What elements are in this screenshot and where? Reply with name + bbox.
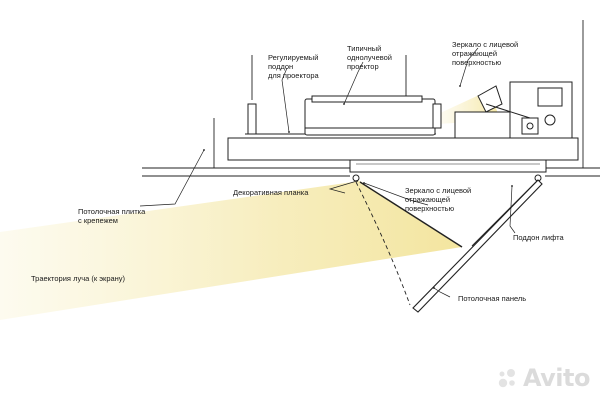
ceiling-panel: [359, 179, 543, 313]
support-rods: [213, 20, 584, 168]
label-beam-path: Траектория луча (к экрану): [31, 274, 126, 283]
label-typical-projector: Типичный однолучевой проектор: [347, 44, 392, 71]
lift-mechanism: [454, 81, 573, 139]
leader-lines: [139, 47, 516, 298]
avito-watermark: Avito: [497, 364, 591, 392]
label-mirror-top: Зеркало с лицевой отражающей поверхность…: [452, 40, 519, 67]
label-ceiling-panel: Потолочная панель: [458, 294, 527, 303]
label-ceiling-tile: Потолочная плитка с крепежем: [78, 207, 146, 225]
lift-cabinet: [227, 137, 579, 161]
label-adjustable-tray: Регулируемый поддон для проектора: [268, 53, 319, 80]
avito-watermark-text: Avito: [522, 364, 591, 392]
hinge-left: [352, 174, 360, 182]
avito-logo-icon: [498, 369, 515, 388]
projector: [304, 95, 442, 136]
ceiling-tile: [142, 167, 600, 177]
beam-path: [0, 181, 462, 320]
label-decorative-strip: Декоративная планка: [233, 188, 309, 197]
label-lift-tray: Поддон лифта: [513, 233, 564, 242]
panel-swing-arc: [355, 181, 411, 306]
label-mirror-bottom: Зеркало с лицевой отражающей поверхность…: [405, 186, 472, 213]
